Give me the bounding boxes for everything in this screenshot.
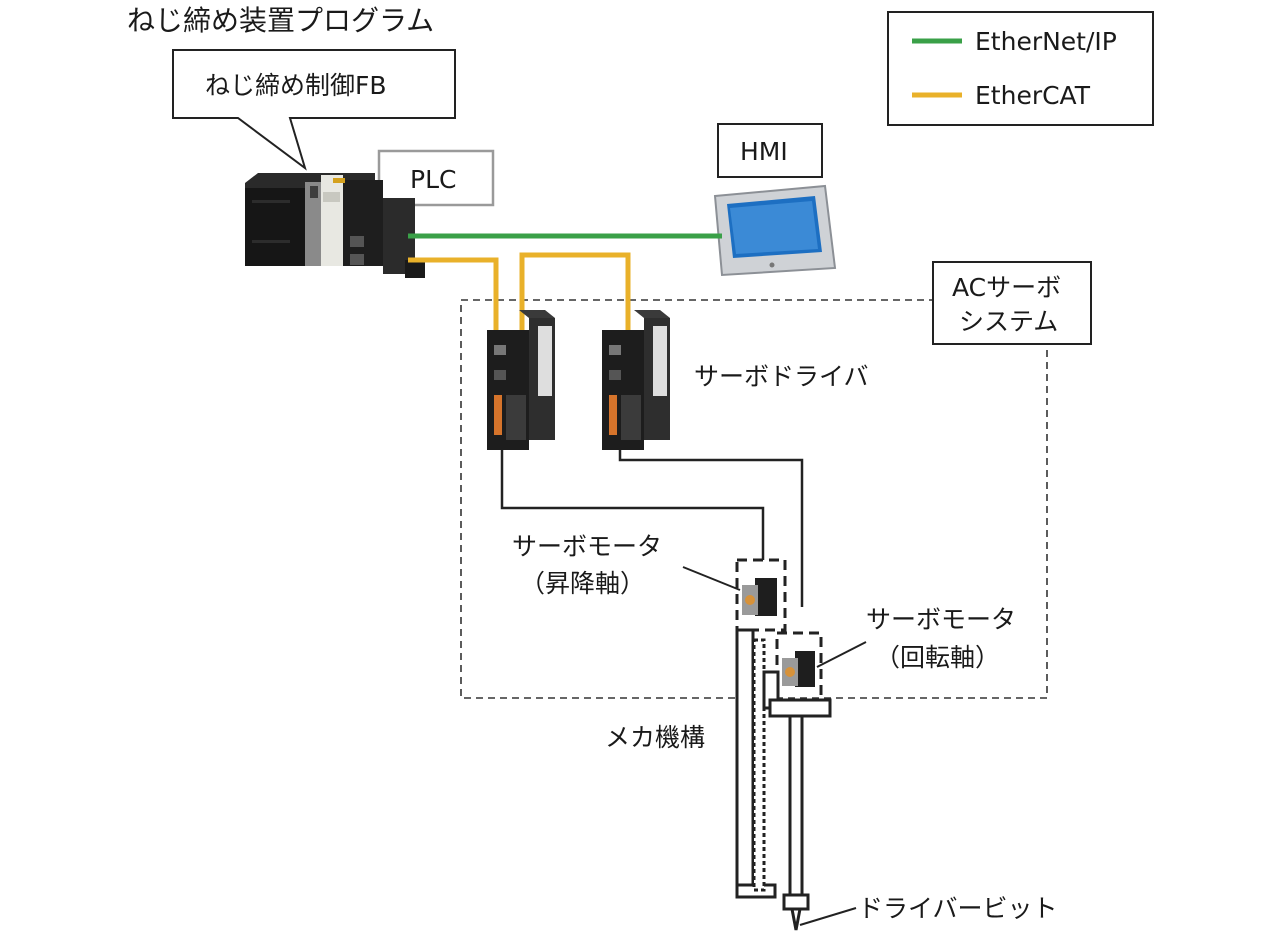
servo-system-label-line2: システム (959, 307, 1058, 336)
legend-ethercat-label: EtherCAT (975, 81, 1091, 110)
motor-cable-lift (500, 450, 765, 560)
ethercat-cable-plc-to-driver1 (408, 257, 499, 338)
hmi-device-image (713, 184, 837, 277)
rotation-motor-image (782, 651, 815, 687)
lift-motor-leader (682, 566, 741, 591)
lift-motor-label-line2: （昇降軸） (520, 569, 645, 598)
plc-label-box: PLC (377, 149, 495, 207)
mechanism-frame (735, 628, 832, 899)
ethercat-cable-driver1-to-driver2 (519, 252, 631, 338)
motor-cable-rotation (618, 450, 804, 607)
hmi-label: HMI (740, 137, 788, 166)
lift-motor-dashed-box (735, 558, 787, 632)
rotation-motor-label-line1: サーボモータ (866, 605, 1016, 634)
lift-motor-label-line1: サーボモータ (512, 532, 662, 561)
servo-driver-label: サーボドライバ (694, 362, 869, 391)
legend: EtherNet/IP EtherCAT (887, 11, 1154, 126)
driver-bit-leader (799, 907, 857, 926)
servo-system-label-box: ACサーボ システム (932, 261, 1092, 345)
driver-shaft (782, 714, 810, 931)
servo-driver-2-image (602, 310, 670, 450)
lift-motor-image (742, 578, 777, 616)
rotation-motor-label-line2: （回転軸） (875, 643, 1000, 672)
servo-system-label-line1: ACサーボ (952, 273, 1061, 302)
plc-label: PLC (410, 165, 456, 194)
diagram-title: ねじ締め装置プログラム (127, 4, 434, 37)
servo-driver-1-image (487, 310, 555, 450)
hmi-label-box: HMI (717, 123, 823, 178)
legend-ethernet-ip-label: EtherNet/IP (975, 27, 1117, 56)
driver-bit-label: ドライバービット (858, 894, 1058, 923)
fb-callout: ねじ締め制御FB (172, 49, 456, 171)
rotation-motor-leader (816, 641, 867, 668)
mechanism-label: メカ機構 (605, 723, 705, 752)
fb-callout-label: ねじ締め制御FB (205, 71, 387, 100)
